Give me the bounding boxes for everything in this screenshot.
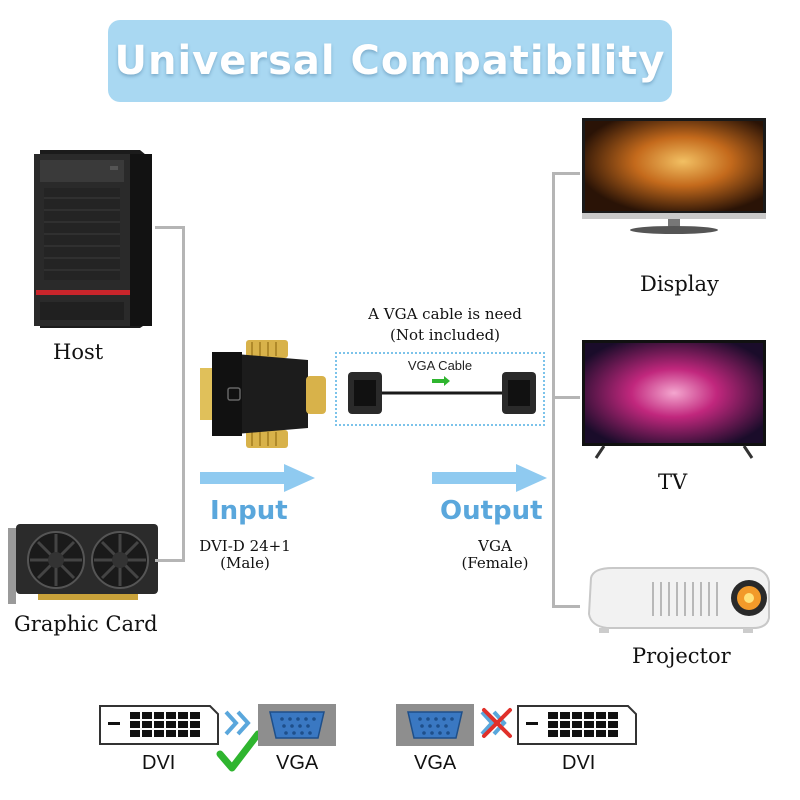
cable-note-line2: (Not included): [389, 326, 501, 344]
vga-connector-icon: [258, 704, 336, 746]
bottom-right-to-label: DVI: [562, 752, 596, 774]
cable-note-line1: A VGA cable is need: [368, 305, 522, 323]
pc-tower-icon: [34, 150, 152, 328]
projector-label: Projector: [632, 644, 731, 668]
title-banner: Universal Compatibility: [108, 20, 672, 102]
display-label: Display: [640, 272, 719, 296]
vga-cable-icon: [348, 372, 536, 414]
host-label: Host: [53, 340, 104, 364]
double-chevron-icon: [224, 710, 251, 736]
input-title: Input: [210, 496, 288, 526]
bottom-right-from-label: VGA: [414, 752, 457, 774]
vga-cable-box: [335, 352, 545, 426]
vga-connector-icon-2: [396, 704, 474, 746]
monitor-icon: [582, 118, 766, 234]
projector-icon: [587, 567, 770, 633]
dvi-connector-icon: [99, 705, 219, 745]
right-bracket-mid: [552, 396, 580, 399]
input-desc-line2: (Male): [220, 554, 270, 572]
output-arrow-icon: [432, 464, 547, 492]
bottom-left-to-label: VGA: [276, 752, 319, 774]
output-desc-line2: (Female): [461, 554, 529, 572]
cross-icon: [482, 708, 512, 738]
output-desc-line1: VGA: [478, 537, 512, 555]
tv-label: TV: [658, 470, 688, 494]
graphics-card-icon: [8, 524, 158, 604]
double-chevron-icon-2: [480, 710, 507, 736]
output-title: Output: [440, 496, 543, 526]
adapter-icon: [200, 340, 326, 448]
check-icon: [216, 730, 262, 772]
vga-cable-label: VGA Cable: [407, 358, 473, 373]
banner-title: Universal Compatibility: [114, 38, 666, 84]
graphic-card-label: Graphic Card: [14, 612, 158, 636]
left-connector-bracket: [155, 226, 185, 562]
right-connector-bracket: [552, 172, 580, 608]
bottom-left-from-label: DVI: [142, 752, 176, 774]
input-desc-line1: DVI-D 24+1: [199, 537, 291, 555]
tv-icon: [582, 340, 766, 459]
dvi-connector-icon-2: [517, 705, 637, 745]
input-arrow-icon: [200, 464, 315, 492]
